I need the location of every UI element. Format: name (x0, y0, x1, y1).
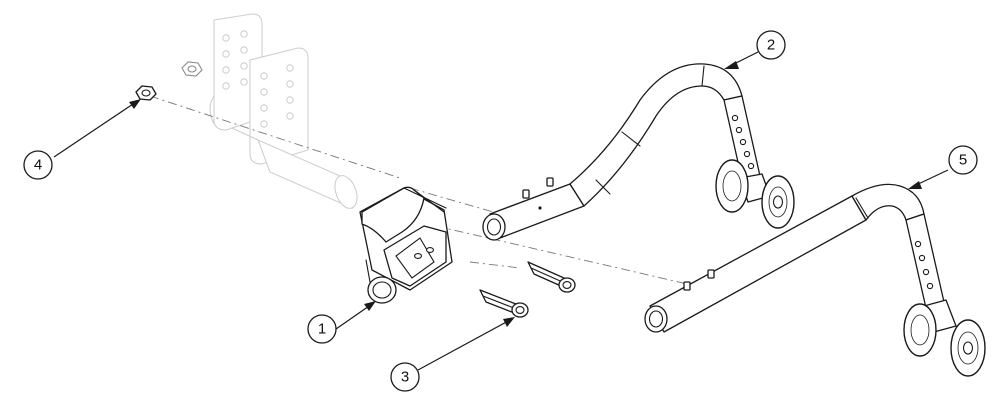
hex-nut-part-4 (135, 85, 157, 101)
pivot-block-part-1 (359, 186, 453, 304)
callout-4: 4 (23, 150, 53, 180)
callout-2: 2 (756, 30, 786, 60)
caster-arm-part-5 (644, 183, 986, 377)
assembly-centerlines (149, 95, 697, 287)
callout-1-label: 1 (318, 321, 326, 338)
callout-3-label: 3 (401, 369, 409, 386)
ghost-mounting-bracket (181, 13, 358, 210)
callout-5: 5 (948, 145, 978, 175)
socket-bolt-part-3-upper (527, 261, 576, 293)
ghost-hex-nut (181, 61, 203, 77)
callout-leaders (53, 51, 949, 371)
callout-5-label: 5 (959, 152, 967, 169)
callout-1: 1 (307, 314, 337, 344)
callout-4-label: 4 (34, 157, 42, 174)
callout-2-label: 2 (767, 37, 775, 54)
socket-bolt-part-3-lower (479, 289, 529, 318)
callout-3: 3 (390, 362, 420, 392)
caster-arm-part-2 (482, 63, 795, 241)
